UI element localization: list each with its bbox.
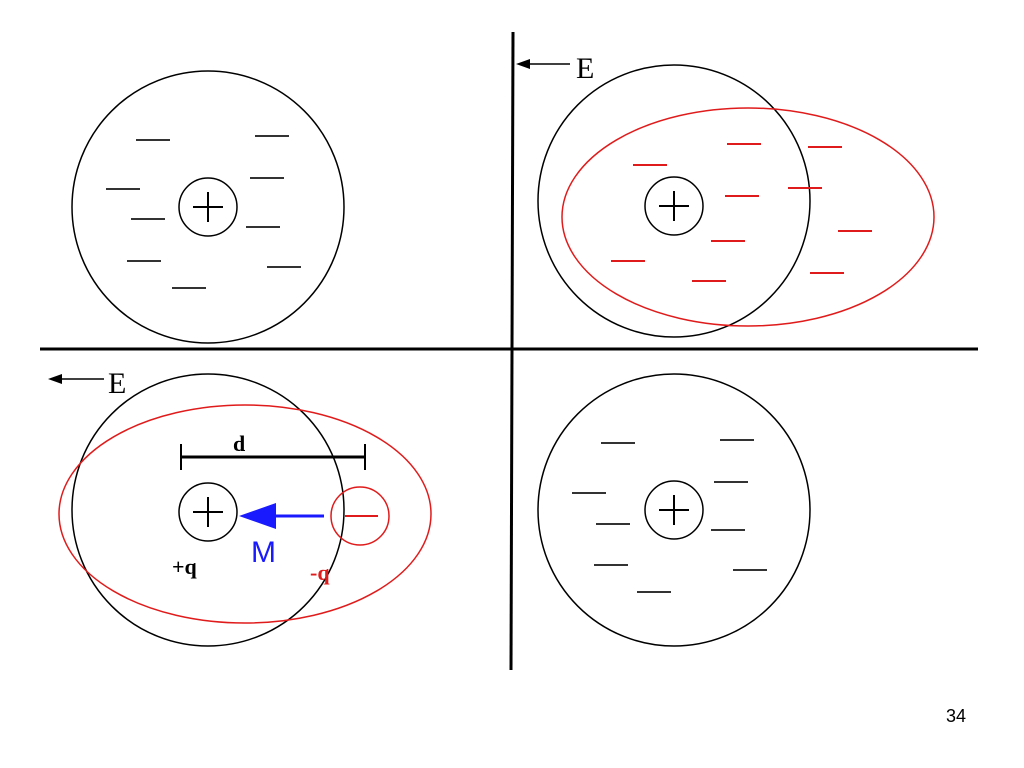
page-number: 34 <box>945 706 966 726</box>
nucleus-circle <box>178 177 238 237</box>
electron-center <box>330 486 390 546</box>
electron-cloud <box>71 373 345 647</box>
negative-charge-label: -q <box>310 560 330 585</box>
nucleus <box>178 177 238 237</box>
dipole-moment-arrow <box>239 503 324 529</box>
electron-cloud <box>537 64 811 338</box>
separation-bar <box>180 444 366 470</box>
atom-bottom-left: E d M +q -q <box>48 367 432 647</box>
nucleus-circle <box>644 176 704 236</box>
nucleus <box>178 482 238 542</box>
electron-cloud <box>537 373 811 647</box>
arrow-left-icon <box>48 374 62 384</box>
displaced-electron-cloud <box>58 404 432 624</box>
electrons <box>106 135 301 289</box>
displaced-electron-cloud <box>561 107 935 327</box>
nucleus-circle <box>178 482 238 542</box>
separation-label: d <box>233 431 245 456</box>
atom-top-right: E <box>516 52 935 338</box>
field-indicator-top-right: E <box>516 52 594 85</box>
nucleus-circle <box>644 480 704 540</box>
electrons <box>611 143 872 282</box>
field-label: E <box>108 367 126 400</box>
field-label: E <box>576 52 594 85</box>
arrow-left-icon <box>239 503 276 529</box>
dipole-moment-label: M <box>251 536 276 569</box>
positive-charge-label: +q <box>172 554 198 579</box>
electrons <box>572 439 767 593</box>
divider-vertical <box>509 31 515 671</box>
atom-top-left <box>71 70 345 344</box>
electron-cloud <box>71 70 345 344</box>
field-indicator-bottom-left: E <box>48 367 126 400</box>
electron-center-circle <box>330 486 390 546</box>
nucleus <box>644 480 704 540</box>
atom-bottom-right <box>537 373 811 647</box>
nucleus <box>644 176 704 236</box>
arrow-left-icon <box>516 59 530 69</box>
